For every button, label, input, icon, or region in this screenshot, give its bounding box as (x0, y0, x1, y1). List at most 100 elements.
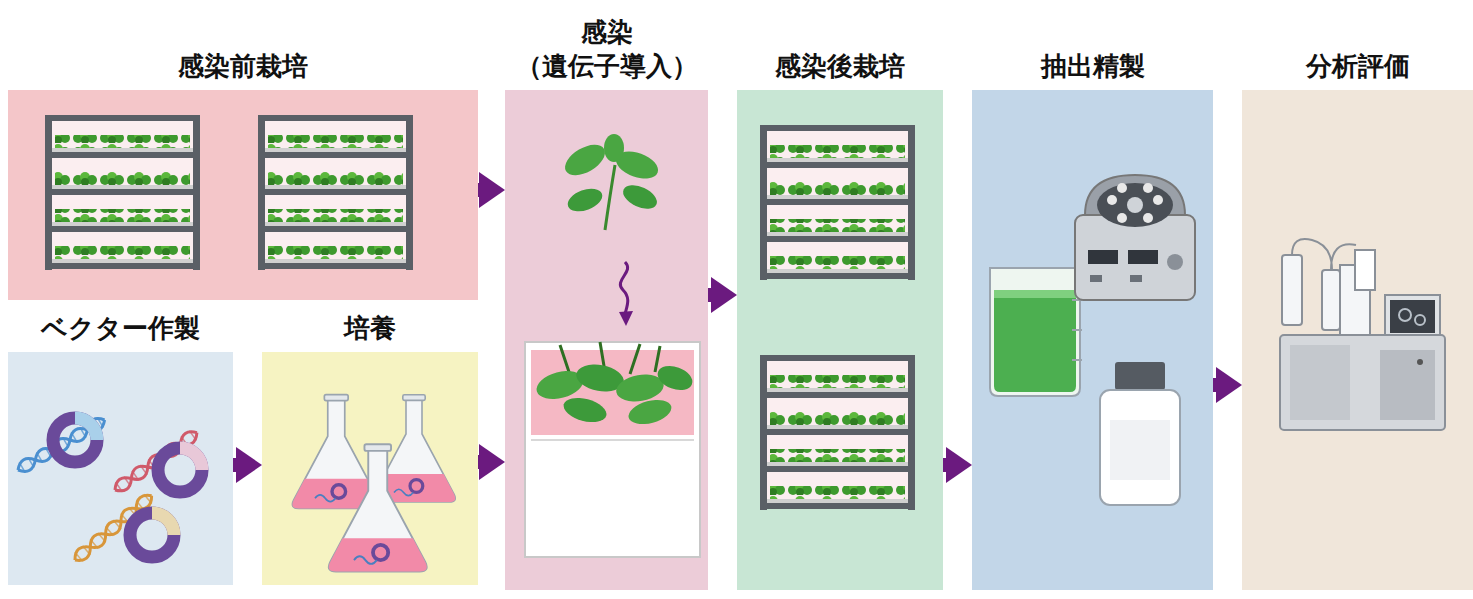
flow-arrow (943, 458, 946, 472)
centrifuge (1097, 183, 1173, 227)
beaker (990, 268, 1080, 396)
stage-panel: 感染 （遺伝子導入） (505, 90, 708, 590)
curl-arrow (619, 311, 633, 326)
analyzer (1290, 345, 1350, 420)
reagent-bottle (1100, 362, 1180, 505)
centrifuge (1075, 215, 1195, 300)
leaf-sprig (612, 146, 662, 184)
analyzer (1355, 250, 1375, 290)
centrifuge (1143, 183, 1153, 193)
stage-heading: 感染前栽培 (0, 50, 490, 84)
centrifuge (1167, 254, 1183, 270)
reagent-bottle (1115, 362, 1165, 390)
stage-panel: 分析評価 (1242, 90, 1473, 590)
centrifuge (1153, 195, 1163, 205)
infiltration-box (561, 394, 609, 427)
beaker (1072, 272, 1082, 360)
analyzer (1280, 239, 1445, 430)
centrifuge (1088, 250, 1118, 264)
infiltration-box (614, 371, 666, 405)
vector-plasmids (112, 428, 201, 495)
centrifuge (1143, 213, 1153, 223)
growth-shelves (760, 355, 915, 510)
infiltration-box (654, 362, 695, 395)
stage-heading: 分析評価 (1230, 50, 1473, 84)
flow-arrow (708, 288, 711, 302)
vector-plasmids (71, 491, 155, 564)
infiltration-box (574, 361, 626, 395)
stage-heading: 感染後栽培 (725, 50, 955, 84)
infiltration-box (525, 342, 700, 557)
infiltration-box (531, 350, 694, 435)
beaker (990, 268, 1082, 396)
centrifuge (1117, 183, 1127, 193)
analyzer (1417, 359, 1423, 365)
stage-heading: ベクター作製 (0, 312, 245, 346)
centrifuge (1130, 275, 1142, 282)
reagent-bottle (1110, 420, 1170, 480)
stage-panel: 培養 (262, 352, 478, 585)
stage-panel: 感染前栽培 (8, 90, 478, 300)
curl-arrow (620, 262, 627, 314)
reagent-bottle (1100, 390, 1180, 505)
vector-plasmids (71, 491, 155, 564)
flow-arrow (1213, 378, 1216, 392)
stage-heading: 培養 (250, 312, 490, 346)
vector-plasmids (130, 513, 174, 557)
centrifuge (1117, 213, 1127, 223)
culture-flasks (373, 395, 456, 502)
stage-heading: 抽出精製 (960, 50, 1225, 84)
analyzer (1390, 300, 1435, 333)
infiltration-box (560, 342, 660, 375)
analyzer (1280, 335, 1445, 430)
centrifuge (1075, 175, 1195, 300)
centrifuge (1090, 275, 1102, 282)
centrifuge (1085, 175, 1185, 215)
stage-panel: 抽出精製 (972, 90, 1213, 590)
vector-plasmids (15, 415, 108, 475)
vector-plasmids (158, 448, 202, 492)
centrifuge (1128, 250, 1158, 264)
growth-shelves (45, 115, 200, 270)
analyzer (1385, 295, 1440, 340)
analyzer (1322, 270, 1340, 330)
leaf-sprig (604, 134, 624, 162)
vector-plasmids (15, 415, 108, 475)
centrifuge (1107, 195, 1117, 205)
stage-heading: 感染 （遺伝子導入） (493, 16, 720, 84)
flow-arrow (478, 455, 479, 469)
vector-plasmids (180, 448, 202, 470)
analyzer (1380, 350, 1435, 420)
infiltration-box (531, 439, 694, 441)
curl-arrow (619, 262, 633, 326)
analyzer (1340, 265, 1370, 335)
flow-arrow (478, 183, 479, 197)
analyzer (1292, 239, 1356, 270)
infiltration-box (626, 396, 674, 429)
vector-plasmids (75, 418, 97, 440)
analyzer (1282, 255, 1302, 325)
infiltration-box (525, 342, 700, 557)
vector-plasmids (15, 415, 202, 565)
centrifuge (1127, 197, 1143, 213)
vector-plasmids (112, 428, 201, 495)
leaf-sprig (565, 184, 606, 215)
growth-shelves (258, 115, 413, 270)
beaker (994, 290, 1076, 298)
analyzer (1415, 315, 1425, 325)
culture-flasks (329, 444, 427, 571)
leaf-sprig (560, 134, 662, 230)
vector-plasmids (152, 513, 174, 535)
vector-plasmids (53, 418, 97, 462)
leaf-sprig (605, 165, 615, 230)
flow-arrow (233, 458, 236, 472)
stage-panel: 感染後栽培 (737, 90, 943, 590)
leaf-sprig (619, 180, 660, 213)
stage-panel: ベクター作製 (8, 352, 233, 585)
culture-flasks (292, 395, 455, 572)
analyzer (1399, 309, 1411, 321)
